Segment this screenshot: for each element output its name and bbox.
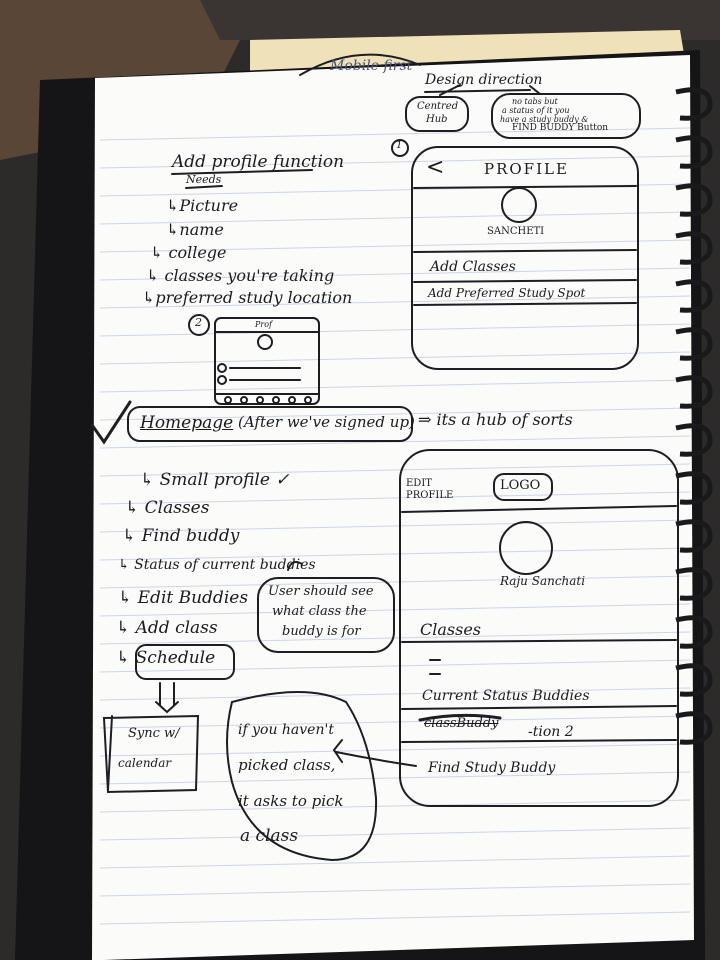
bubble-note-line-1: no tabs but (512, 97, 558, 106)
user-note-line: User should see (268, 584, 374, 599)
marker-two-circle (188, 314, 210, 336)
mini-sketch-label: Prof (255, 320, 272, 329)
centred-hub-line-1: Centred (417, 101, 459, 112)
user-note-line: buddy is for (282, 624, 361, 639)
homepage-item: ↳ Status of current buddies (118, 557, 316, 573)
home-row-crossed: classBuddy (424, 716, 499, 731)
homepage-item: ↳ Find buddy (122, 526, 240, 546)
homepage-arrow-note: ⇒ its a hub of sorts (418, 410, 573, 429)
bubble-note-line-2: a status of it you (502, 106, 570, 115)
top-note-oval (299, 53, 421, 76)
homepage-item: ↳ Schedule (116, 648, 216, 668)
homepage-item: ↳ Add class (116, 618, 218, 638)
spiral-binding (675, 87, 713, 745)
homepage-subtitle: (After we've signed up) (238, 413, 415, 431)
homepage-item: ↳ Small profile ✓ (140, 470, 290, 490)
design-direction-title: Design direction (425, 72, 543, 88)
homepage-check (90, 400, 132, 445)
add-profile-underline (171, 169, 313, 175)
home-phone-sketch (399, 449, 679, 807)
user-note-bubble (257, 577, 395, 653)
pick-class-line: picked class, (238, 756, 336, 774)
homepage-item: ↳ Edit Buddies (118, 588, 249, 608)
profile-phone-sketch (411, 146, 639, 370)
add-profile-item: ↳preferred study location (142, 288, 353, 307)
home-edit-profile-2: PROFILE (406, 490, 454, 501)
home-row-find-buddy: Find Study Buddy (428, 760, 556, 776)
add-profile-title: Add profile function (172, 152, 345, 172)
find-buddy-bubble (491, 93, 641, 139)
centred-hub-line-2: Hub (426, 114, 448, 125)
add-profile-needs: Needs (186, 173, 222, 186)
profile-back-chevron: < (426, 155, 445, 180)
top-note: Mobile first (330, 58, 413, 74)
marker-one-circle (391, 139, 409, 157)
schedule-box (135, 644, 235, 680)
add-profile-item: ↳name (166, 220, 224, 239)
add-profile-item: ↳ college (150, 243, 227, 262)
profile-name: SANCHETI (487, 226, 545, 237)
profile-row-study-spot: Add Preferred Study Spot (428, 286, 586, 300)
home-row-tion-2: -tion 2 (528, 724, 574, 740)
add-profile-item: ↳ classes you're taking (146, 266, 335, 285)
pick-class-line: a class (240, 826, 299, 846)
home-logo: LOGO (500, 478, 541, 493)
marker-two: 2 (195, 316, 202, 329)
homepage-title: Homepage (140, 413, 234, 433)
homepage-title-box (127, 406, 413, 442)
home-row-current-buddies: Current Status Buddies (422, 688, 590, 704)
profile-row-add-classes: Add Classes (430, 259, 516, 275)
pick-class-line: if you haven't (238, 722, 334, 738)
bubble-note-line-3: have a study buddy & (500, 115, 589, 124)
mini-profile-sketch (214, 317, 320, 405)
home-profile-name: Raju Sanchati (500, 574, 586, 588)
marker-one: 1 (396, 140, 403, 151)
pick-class-line: it asks to pick (238, 792, 344, 810)
sync-calendar-box (102, 714, 200, 794)
pick-class-bubble (226, 691, 378, 862)
add-profile-item: ↳Picture (166, 196, 239, 215)
profile-title: PROFILE (484, 160, 569, 178)
pick-class-arrow (332, 739, 417, 767)
sync-line: calendar (118, 756, 172, 770)
centred-hub-bubble (405, 96, 469, 132)
user-note-line: what class the (272, 604, 367, 619)
design-direction-underline (424, 89, 531, 93)
homepage-item: ↳ Classes (125, 498, 210, 518)
bubble-note-line-4: FIND BUDDY Button (512, 123, 609, 133)
sync-line: Sync w/ (128, 726, 180, 741)
home-edit-profile-1: EDIT (406, 478, 432, 489)
home-row-classes: Classes (420, 620, 481, 639)
